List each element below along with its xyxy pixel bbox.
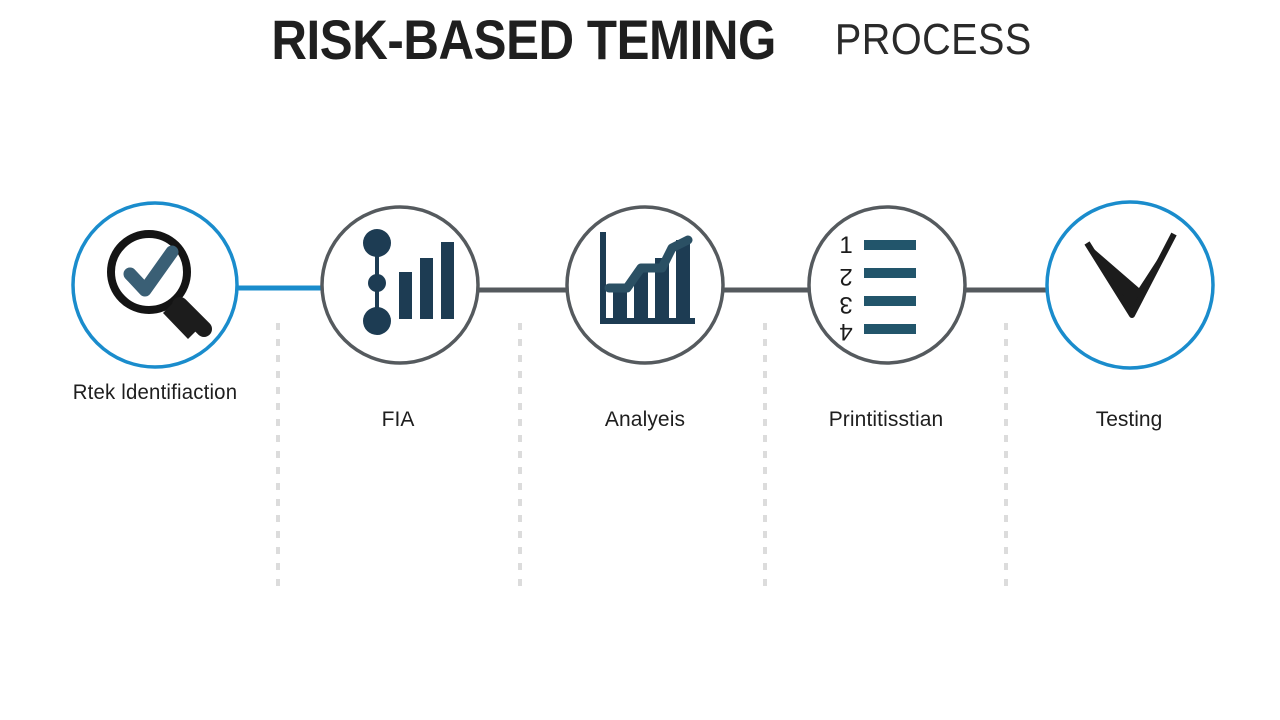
- node-chain-bars-icon: [363, 229, 454, 335]
- step-node-1[interactable]: [71, 201, 239, 369]
- numbered-list-icon: 1 2 3 4: [839, 232, 916, 345]
- connector-group: [238, 285, 1047, 293]
- step-node-5[interactable]: [1045, 200, 1215, 370]
- step-node-4[interactable]: 1 2 3 4: [807, 205, 967, 365]
- title-main-text: RISK-BASED TEMING: [271, 8, 776, 71]
- title-sub-text: PROCESS: [835, 15, 1033, 64]
- step-label-3: Analyeis: [604, 408, 686, 431]
- step-circle-4[interactable]: [807, 205, 967, 365]
- list-number-2: 2: [839, 263, 852, 290]
- list-number-1: 1: [839, 232, 852, 259]
- bar-chart-trend-icon: [600, 232, 695, 324]
- step-label-5: Testing: [1095, 408, 1163, 431]
- dotted-divider-group: [276, 323, 1008, 587]
- magnifier-check-icon: [107, 230, 212, 339]
- list-number-4: 4: [839, 318, 852, 345]
- checkmark-icon: [1084, 232, 1177, 318]
- step-label-4: Printitisstian: [828, 408, 944, 431]
- list-number-3: 3: [839, 291, 852, 318]
- step-label-2: FIA: [381, 408, 415, 431]
- step-label-1: Rtek ldentifiaction: [72, 381, 238, 404]
- step-node-3[interactable]: [565, 205, 725, 365]
- step-node-2[interactable]: [320, 205, 480, 365]
- page-title: RISK-BASED TEMING PROCESS: [0, 0, 1280, 80]
